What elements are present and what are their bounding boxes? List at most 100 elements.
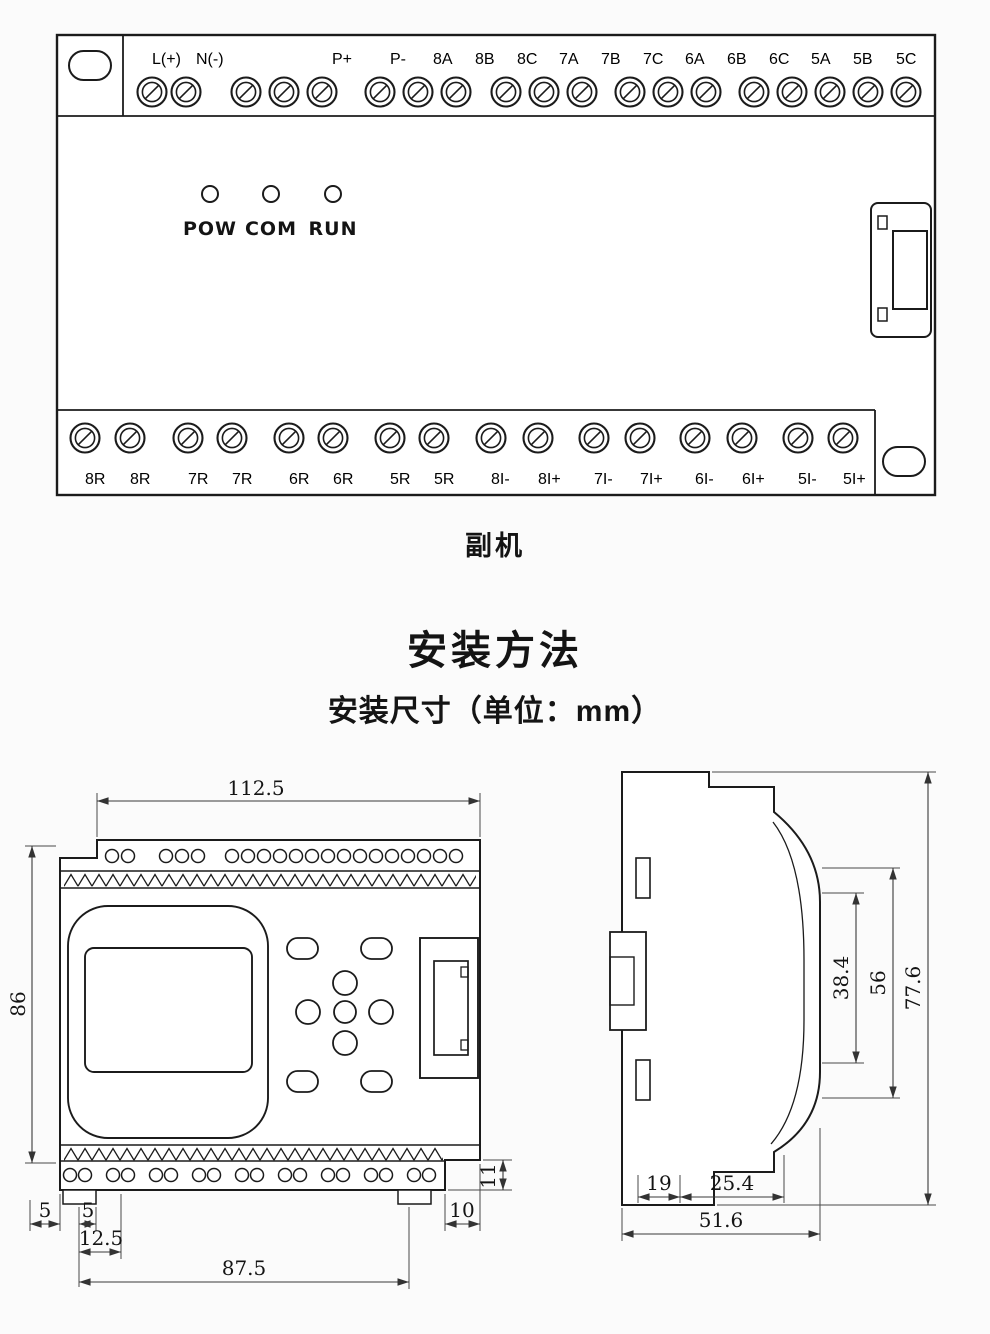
din-rail-clip (609, 931, 647, 1031)
side-total-height-dim: 77.6 (901, 966, 925, 1011)
side-total-depth-dim: 51.6 (699, 1208, 744, 1232)
terminal-label: 7R (188, 471, 208, 488)
terminal-label: 8R (85, 471, 105, 488)
screw-icon (614, 76, 646, 108)
foot-right (397, 1189, 432, 1205)
screw-icon (114, 422, 146, 454)
button-round (332, 970, 358, 996)
led-label-run: RUN (309, 218, 358, 240)
button-oval (360, 937, 393, 960)
side-window-height-dim: 38.4 (829, 956, 853, 1001)
terminal-device-drawing: L(+) N(-) P+ P- 8A 8B 8C 7A 7B 7C 6A 6B … (55, 33, 937, 497)
screw-icon (782, 422, 814, 454)
screw-icon (317, 422, 349, 454)
screw-icon (418, 422, 450, 454)
terminal-label: L(+) (152, 51, 181, 68)
terminal-label: P- (390, 51, 406, 68)
screw-icon (268, 76, 300, 108)
screw-icon (776, 76, 808, 108)
led-run-icon (324, 185, 342, 203)
mounting-slot-top (68, 50, 112, 81)
terminal-label: 7I- (594, 471, 613, 488)
terminal-label: 6C (769, 51, 789, 68)
screw-icon (475, 422, 507, 454)
vent-band-top (64, 873, 476, 887)
vent-slot-top (635, 857, 651, 899)
side-face-height-dim: 56 (866, 970, 890, 995)
screw-icon (306, 76, 338, 108)
vent-band-bottom (64, 1147, 443, 1161)
led-com-icon (262, 185, 280, 203)
terminal-label: 8C (517, 51, 537, 68)
terminal-label: 8R (130, 471, 150, 488)
foot-left (62, 1189, 97, 1205)
screw-icon (890, 76, 922, 108)
terminal-label: 5I- (798, 471, 817, 488)
button-oval (360, 1070, 393, 1093)
screw-icon (273, 422, 305, 454)
front-inset-dim: 12.5 (79, 1226, 124, 1250)
mounting-slot-bottom (882, 446, 926, 477)
screw-icon (364, 76, 396, 108)
terminal-label: N(-) (196, 51, 224, 68)
screw-icon (566, 76, 598, 108)
front-top-terminals (104, 848, 464, 864)
led-label-com: COM (245, 218, 297, 240)
screw-icon (440, 76, 472, 108)
screw-icon (528, 76, 560, 108)
install-dimensions-subtitle: 安装尺寸（单位：mm） (327, 695, 663, 728)
side-body (609, 771, 821, 1206)
screw-icon (170, 76, 202, 108)
front-view-drawing: 112.5 86 11 10 5 5 12.5 (6, 776, 512, 1289)
terminal-label: 5I+ (843, 471, 866, 488)
screw-icon (522, 422, 554, 454)
terminal-label: P+ (332, 51, 352, 68)
screw-icon (402, 76, 434, 108)
vent-slot-bottom (635, 1059, 651, 1101)
screw-icon (578, 422, 610, 454)
terminal-label: 8B (475, 51, 495, 68)
screw-icon (230, 76, 262, 108)
button-round (333, 1000, 357, 1024)
terminal-label: 6R (289, 471, 309, 488)
front-buttons (286, 937, 394, 1093)
terminal-label: 5C (896, 51, 916, 68)
din-rail-clip-notch (609, 956, 635, 1006)
terminal-label: 7B (601, 51, 621, 68)
button-oval (286, 937, 319, 960)
side-body-depth-dim: 25.4 (710, 1171, 755, 1195)
terminal-label: 8A (433, 51, 453, 68)
front-step-dim: 10 (449, 1198, 474, 1222)
terminal-label: 7C (643, 51, 663, 68)
terminal-label: 6B (727, 51, 747, 68)
front-body (59, 839, 481, 1205)
side-clip-width-dim: 19 (646, 1171, 671, 1195)
terminal-label: 7I+ (640, 471, 663, 488)
screw-icon (690, 76, 722, 108)
terminal-label: 5R (390, 471, 410, 488)
screw-icon (216, 422, 248, 454)
side-view-drawing: 77.6 56 38.4 19 25.4 51.6 (609, 771, 936, 1241)
side-dimensions: 77.6 56 38.4 19 25.4 51.6 (621, 771, 936, 1241)
screw-icon (172, 422, 204, 454)
screw-icon (738, 76, 770, 108)
screw-icon (652, 76, 684, 108)
front-face-inner-curve (770, 821, 805, 1145)
screw-icon (69, 422, 101, 454)
screw-icon (827, 422, 859, 454)
install-method-title: 安装方法 (407, 629, 583, 673)
terminal-label: 5A (811, 51, 831, 68)
terminal-label: 5R (434, 471, 454, 488)
device-outline (55, 33, 937, 497)
button-oval (286, 1070, 319, 1093)
front-span-dim: 87.5 (222, 1256, 267, 1280)
button-round (295, 999, 321, 1025)
terminal-label: 5B (853, 51, 873, 68)
terminal-label: 6I+ (742, 471, 765, 488)
front-height-dim: 86 (6, 991, 30, 1016)
screw-icon (679, 422, 711, 454)
terminal-label: 8I+ (538, 471, 561, 488)
terminal-label: 6I- (695, 471, 714, 488)
top-terminal-labels: L(+) N(-) P+ P- 8A 8B 8C 7A 7B 7C 6A 6B … (152, 51, 916, 68)
